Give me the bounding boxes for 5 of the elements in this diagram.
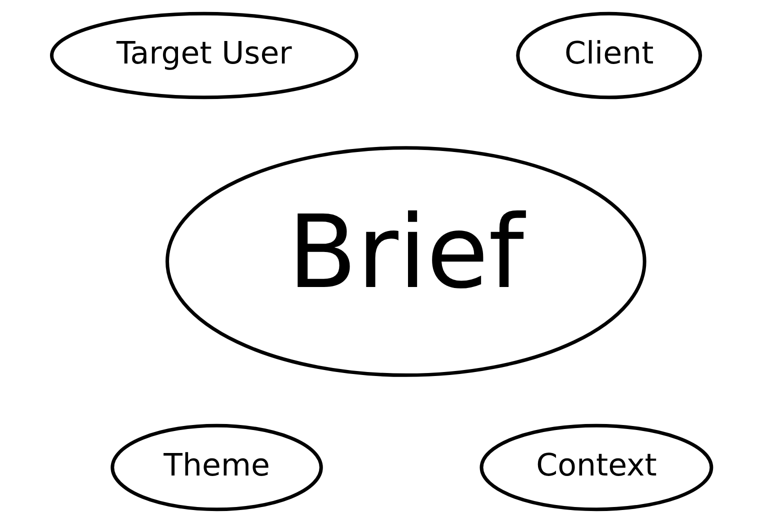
node-ellipse: Client: [516, 12, 702, 100]
node-ellipse: Context: [480, 424, 714, 512]
node-ellipse: Brief: [166, 146, 646, 377]
node-ellipse: Theme: [110, 424, 323, 512]
node-ellipse: Target User: [50, 12, 358, 100]
